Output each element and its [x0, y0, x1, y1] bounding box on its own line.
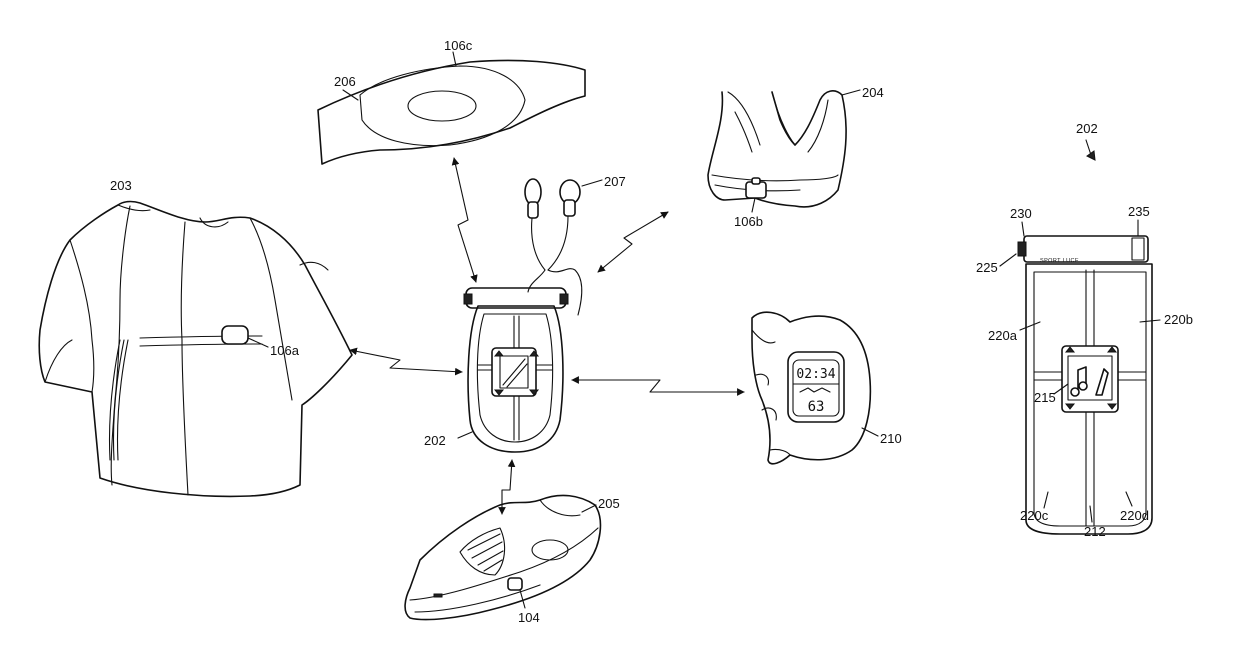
label-215: 215 — [1034, 390, 1056, 405]
label-220d: 220d — [1120, 508, 1149, 523]
sports-bra-drawing — [708, 90, 860, 212]
armband-drawing — [318, 52, 585, 164]
label-230: 230 — [1010, 206, 1032, 221]
label-203: 203 — [110, 178, 132, 193]
label-202-detail: 202 — [1076, 121, 1098, 136]
label-106c: 106c — [444, 38, 473, 53]
label-205: 205 — [598, 496, 620, 511]
label-106a: 106a — [270, 343, 300, 358]
label-210: 210 — [880, 431, 902, 446]
label-212: 212 — [1084, 524, 1106, 539]
center-device-drawing — [458, 288, 568, 452]
detail-device-drawing: SPORT LUCE — [1018, 140, 1152, 534]
wireless-links — [350, 158, 744, 514]
detail-brand-text: SPORT LUCE — [1040, 258, 1079, 264]
label-220b: 220b — [1164, 312, 1193, 327]
label-206: 206 — [334, 74, 356, 89]
watch-time: 02:34 — [796, 367, 835, 382]
watch-drawing: 02:34 63 — [752, 312, 878, 464]
label-106b: 106b — [734, 214, 763, 229]
shirt-drawing — [39, 202, 352, 497]
label-220a: 220a — [988, 328, 1018, 343]
label-225: 225 — [976, 260, 998, 275]
label-104: 104 — [518, 610, 540, 625]
label-204: 204 — [862, 85, 884, 100]
label-220c: 220c — [1020, 508, 1049, 523]
label-207: 207 — [604, 174, 626, 189]
label-235: 235 — [1128, 204, 1150, 219]
watch-value: 63 — [808, 399, 825, 415]
label-202-center: 202 — [424, 433, 446, 448]
shoe-drawing — [405, 495, 600, 619]
